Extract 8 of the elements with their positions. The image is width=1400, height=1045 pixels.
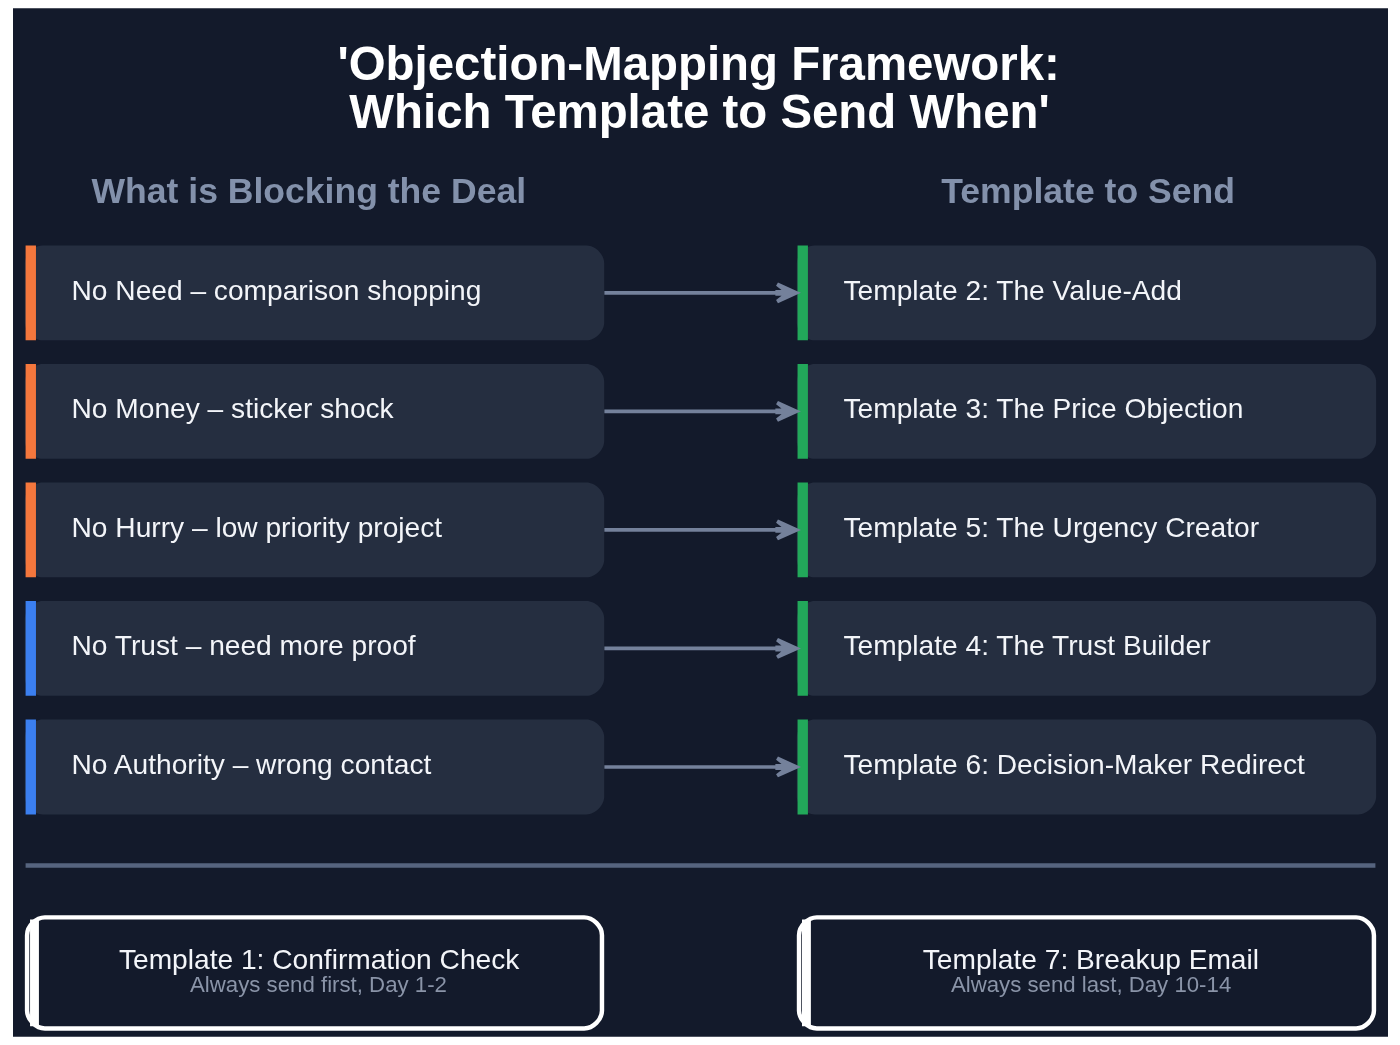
label: What is Blocking the Deal: [91, 170, 526, 211]
arrow: [603, 519, 798, 541]
arrow: [603, 756, 798, 778]
diagram-title: 'Objection-Mapping Framework: Which Template to Send When': [336, 37, 1060, 138]
arrow: [603, 282, 798, 304]
arrow: [603, 400, 798, 422]
arrow: [603, 637, 798, 659]
label: Template to Send: [940, 170, 1235, 211]
